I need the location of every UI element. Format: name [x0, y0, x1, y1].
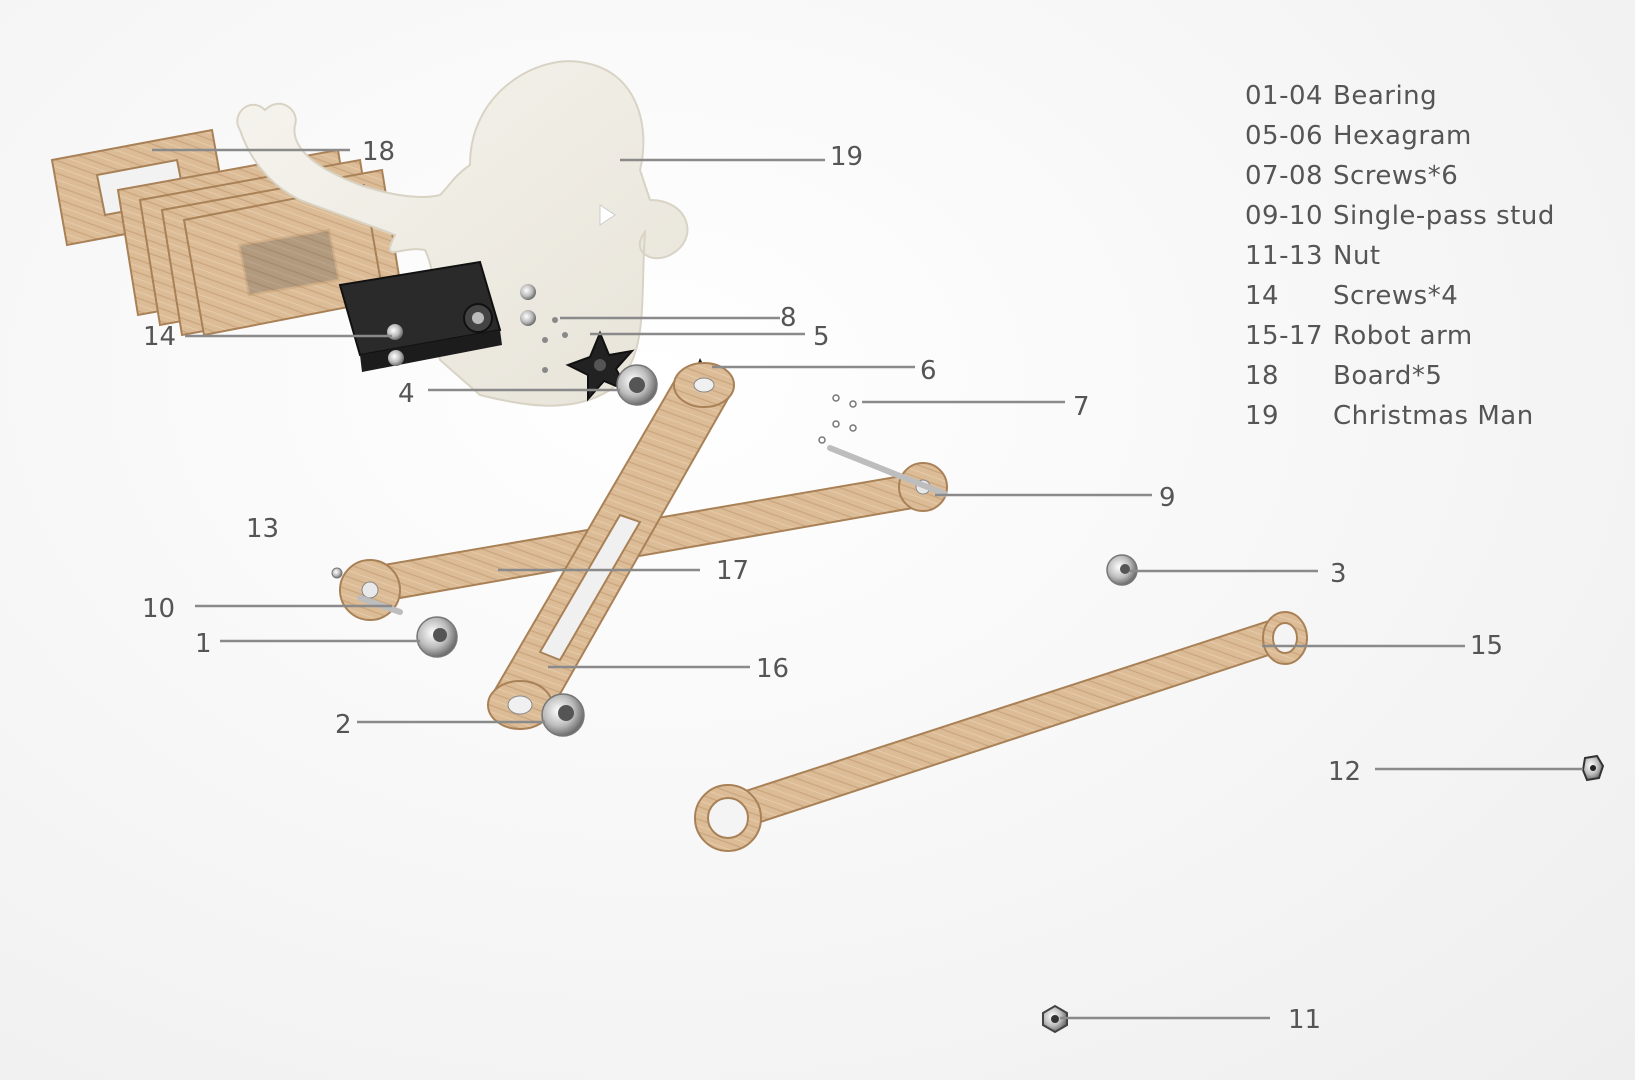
callout-18: 18 — [362, 137, 395, 167]
callout-10: 10 — [142, 594, 175, 624]
legend-label: Hexagram — [1333, 121, 1472, 151]
robot-arm-part-15 — [694, 611, 1308, 852]
callout-1: 1 — [195, 629, 212, 659]
legend-code: 14 — [1245, 281, 1280, 311]
legend-code: 19 — [1245, 401, 1280, 431]
legend-code: 05-06 — [1245, 121, 1324, 151]
bearing-part-2 — [541, 693, 585, 737]
callout-19: 19 — [830, 142, 863, 172]
legend-row: 07-08 Screws*6 — [1245, 156, 1555, 196]
legend-row: 05-06 Hexagram — [1245, 116, 1555, 156]
callout-numbers: 18 19 14 8 5 4 6 7 9 13 17 3 10 1 15 16 … — [142, 137, 1503, 1035]
legend-code: 01-04 — [1245, 81, 1324, 111]
callout-9: 9 — [1159, 483, 1176, 513]
callout-5: 5 — [813, 322, 830, 352]
callout-15: 15 — [1470, 631, 1503, 661]
callout-16: 16 — [756, 654, 789, 684]
legend-code: 11-13 — [1245, 241, 1324, 271]
legend-label: Screws*4 — [1333, 281, 1459, 311]
callout-2: 2 — [335, 710, 352, 740]
legend-label: Bearing — [1333, 81, 1438, 111]
legend-row: 14 Screws*4 — [1245, 276, 1555, 316]
legend-code: 18 — [1245, 361, 1280, 391]
callout-13: 13 — [246, 514, 279, 544]
bearing-part-4 — [616, 364, 658, 406]
legend-row: 11-13 Nut — [1245, 236, 1555, 276]
legend-row: 19 Christmas Man — [1245, 396, 1555, 436]
leader-lines — [152, 148, 1583, 1020]
legend-code: 07-08 — [1245, 161, 1324, 191]
parts-legend: 01-04 Bearing 05-06 Hexagram 07-08 Screw… — [1245, 76, 1555, 436]
legend-label: Screws*6 — [1333, 161, 1459, 191]
legend-label: Board*5 — [1333, 361, 1443, 391]
legend-label: Nut — [1333, 241, 1381, 271]
callout-7: 7 — [1073, 392, 1090, 422]
legend-label: Single-pass stud — [1333, 201, 1555, 231]
nut-part-11 — [1042, 1004, 1068, 1034]
nut-part-12 — [1581, 754, 1605, 782]
legend-code: 15-17 — [1245, 321, 1324, 351]
bearing-part-1 — [416, 616, 458, 658]
legend-row: 18 Board*5 — [1245, 356, 1555, 396]
callout-4: 4 — [398, 379, 415, 409]
stud-part-9 — [827, 445, 948, 497]
callout-3: 3 — [1330, 559, 1347, 589]
callout-14: 14 — [143, 322, 176, 352]
callout-11: 11 — [1288, 1005, 1321, 1035]
callout-17: 17 — [716, 556, 749, 586]
hexagram-part-5 — [565, 330, 635, 402]
callout-6: 6 — [920, 356, 937, 386]
legend-row: 01-04 Bearing — [1245, 76, 1555, 116]
screws-part-7 — [818, 394, 857, 444]
callout-12: 12 — [1328, 757, 1361, 787]
legend-row: 09-10 Single-pass stud — [1245, 196, 1555, 236]
nut-part-13 — [331, 567, 343, 579]
callout-8: 8 — [780, 303, 797, 333]
legend-label: Christmas Man — [1333, 401, 1534, 431]
legend-row: 15-17 Robot arm — [1245, 316, 1555, 356]
robot-arm-part-16 — [487, 362, 735, 730]
legend-label: Robot arm — [1333, 321, 1473, 351]
legend-code: 09-10 — [1245, 201, 1324, 231]
